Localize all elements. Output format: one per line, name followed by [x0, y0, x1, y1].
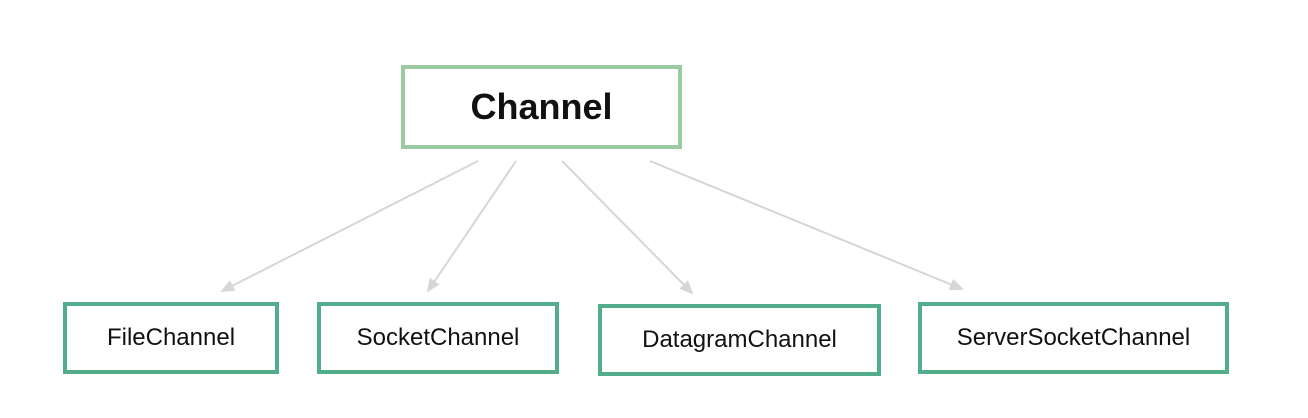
node-channel-label: Channel	[470, 86, 613, 127]
arrow-channel-to-socketchannel	[426, 160, 517, 293]
node-socketchannel-label: SocketChannel	[356, 324, 520, 351]
node-datagramchannel: DatagramChannel	[598, 304, 881, 376]
arrow-channel-to-datagramchannel	[561, 160, 694, 295]
node-socketchannel: SocketChannel	[317, 302, 559, 374]
node-filechannel: FileChannel	[63, 302, 279, 374]
node-serversocketchannel: ServerSocketChannel	[918, 302, 1229, 374]
node-datagramchannel-label: DatagramChannel	[642, 326, 837, 353]
node-channel: Channel	[401, 65, 682, 149]
node-filechannel-label: FileChannel	[106, 324, 236, 351]
arrow-channel-to-filechannel	[220, 160, 479, 292]
arrow-channel-to-serversocketchannel	[649, 160, 964, 290]
node-serversocketchannel-label: ServerSocketChannel	[956, 324, 1191, 351]
